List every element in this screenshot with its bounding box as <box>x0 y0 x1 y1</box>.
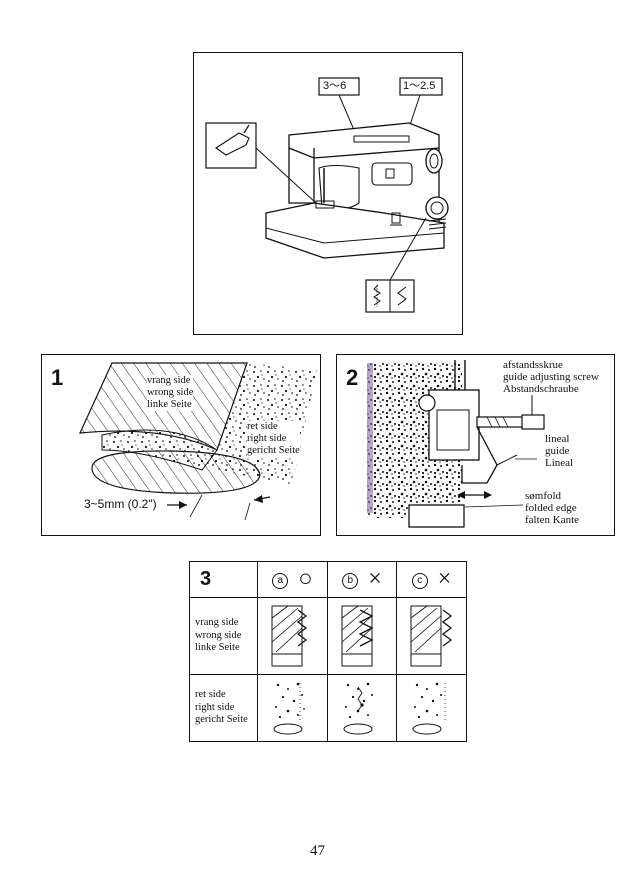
stitch-length-setting: 1～2.5 <box>403 80 436 92</box>
right-side-row-label: ret side right side gericht Seite <box>189 674 258 742</box>
incorrect-cross-icon: × <box>368 566 382 592</box>
right-side-sample-c <box>396 674 467 742</box>
stitch-sample-icon <box>271 605 308 667</box>
figure-number: 3 <box>200 568 212 590</box>
figure-number: 2 <box>346 365 359 390</box>
wrong-side-row-label: vrang side wrong side linke Seite <box>189 597 258 675</box>
stitch-sample-icon <box>273 682 305 735</box>
wrong-side-label: vrang side wrong side linke Seite <box>147 375 194 411</box>
guide-label: lineal guide Lineal <box>545 433 574 469</box>
right-side-label: ret side right side gericht Seite <box>247 421 300 457</box>
wrong-side-sample-a <box>257 597 328 675</box>
sewing-machine-figure: 3～6 1～2.5 <box>193 52 463 335</box>
right-side-sample-b <box>327 674 397 742</box>
option-b-letter: b <box>342 573 359 590</box>
sewing-machine-illustration <box>205 77 449 313</box>
option-c-letter: c <box>411 573 428 590</box>
edge-guide-illustration <box>367 360 545 528</box>
correct-circle-icon: ○ <box>298 566 313 592</box>
incorrect-cross-icon: × <box>437 566 452 592</box>
folded-edge-label: sømfold folded edge falten Kante <box>525 490 580 526</box>
column-header-c: c × <box>396 561 467 598</box>
figure-1-panel: 1 vrang side wrong side linke Seite <box>41 354 321 536</box>
hem-fold-illustration <box>79 362 317 521</box>
guide-screw-label: afstandsskrue guide adjusting screw Abst… <box>503 359 599 395</box>
figure-2-panel: 2 <box>336 354 615 536</box>
stitch-sample-icon <box>341 605 374 667</box>
column-header-a: a ○ <box>257 561 328 598</box>
stitch-sample-icon <box>343 682 373 735</box>
wrong-side-sample-c <box>396 597 467 675</box>
figure-number: 1 <box>51 365 64 390</box>
stitch-width-setting: 3～6 <box>323 80 347 92</box>
column-header-b: b × <box>327 561 397 598</box>
measurement-label: 3~5mm (0.2") <box>84 497 157 511</box>
stitch-result-table: 3 a ○ b × c × vrang side wrong side link… <box>189 561 467 742</box>
page-number: 47 <box>310 843 325 859</box>
option-a-letter: a <box>272 573 289 590</box>
stitch-sample-icon <box>412 682 446 735</box>
wrong-side-sample-b <box>327 597 397 675</box>
right-side-sample-a <box>257 674 328 742</box>
stitch-sample-icon <box>410 605 453 667</box>
figure-number-cell: 3 <box>189 561 258 598</box>
